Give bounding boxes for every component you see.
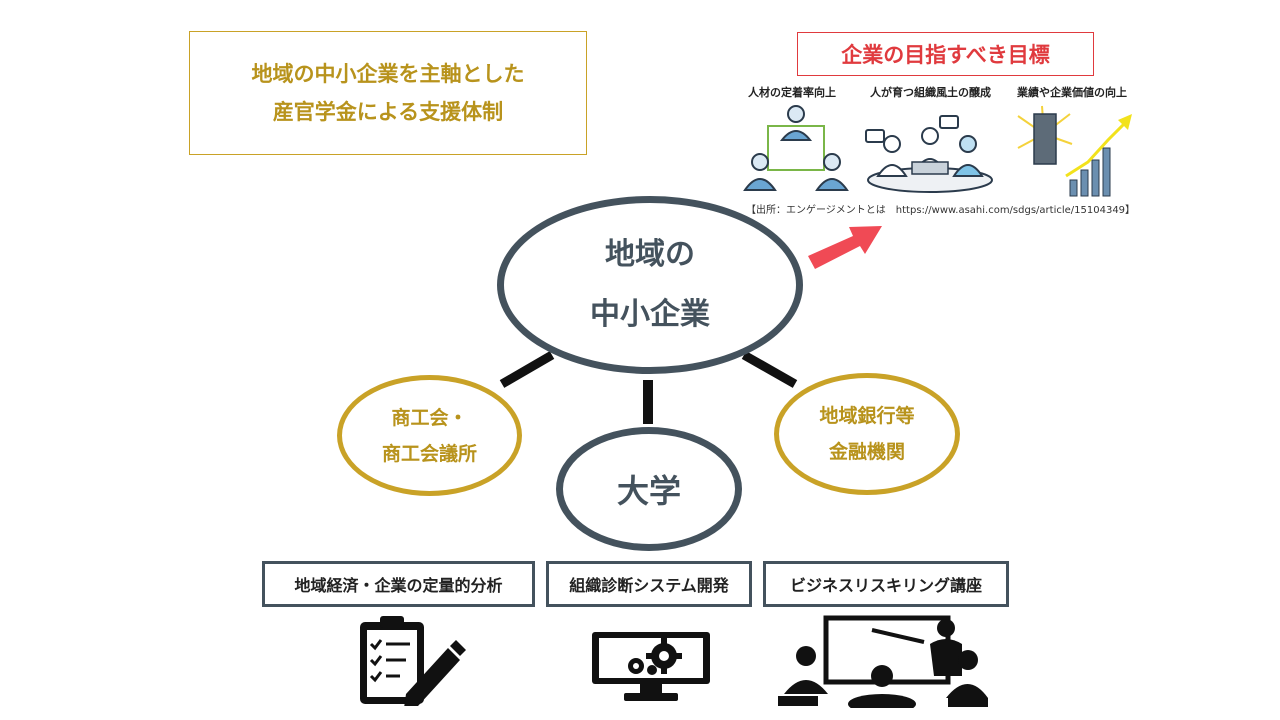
center-node-local-sme: 地域の 中小企業 xyxy=(497,196,803,374)
goals-title: 企業の目指すべき目標 xyxy=(797,32,1094,76)
node-regional-bank: 地域銀行等 金融機関 xyxy=(774,373,960,495)
team-structure-icon xyxy=(743,105,849,191)
monitor-gears-icon xyxy=(592,632,710,701)
title-line-2: 産官学金による支援体制 xyxy=(272,100,504,124)
node-chamber-of-commerce: 商工会・ 商工会議所 xyxy=(337,375,522,496)
service-label-analysis: 地域経済・企業の定量的分析 xyxy=(262,561,535,607)
center-line-2: 中小企業 xyxy=(590,297,710,332)
university-label: 大学 xyxy=(616,472,681,510)
service-label-reskilling: ビジネスリスキリング講座 xyxy=(763,561,1009,607)
bank-line-1: 地域銀行等 xyxy=(819,405,915,427)
goal-label-retention: 人材の定着率向上 xyxy=(748,86,836,99)
goal-label-culture: 人が育つ組織風土の醸成 xyxy=(870,86,991,99)
seminar-presentation-icon xyxy=(778,615,988,708)
title-box: 地域の中小企業を主軸とした 産官学金による支援体制 xyxy=(189,31,587,155)
growth-chart-icon xyxy=(1017,105,1132,197)
center-line-1: 地域の xyxy=(605,237,695,272)
goal-label-performance: 業績や企業価値の向上 xyxy=(1017,86,1127,99)
bank-line-2: 金融機関 xyxy=(828,441,905,463)
goal-arrow xyxy=(808,226,882,269)
node-university: 大学 xyxy=(556,427,742,551)
source-citation: 【出所：エンゲージメントとは https://www.asahi.com/sdg… xyxy=(746,205,1136,216)
commerce-line-1: 商工会・ xyxy=(391,406,468,429)
commerce-line-2: 商工会議所 xyxy=(381,442,477,465)
service-label-diagnosis-system: 組織診断システム開発 xyxy=(546,561,752,607)
connector-commerce xyxy=(499,351,555,388)
team-discussion-icon xyxy=(865,115,993,193)
title-line-1: 地域の中小企業を主軸とした xyxy=(251,62,525,86)
clipboard-checklist-icon xyxy=(360,616,466,706)
connector-bank xyxy=(741,351,798,388)
